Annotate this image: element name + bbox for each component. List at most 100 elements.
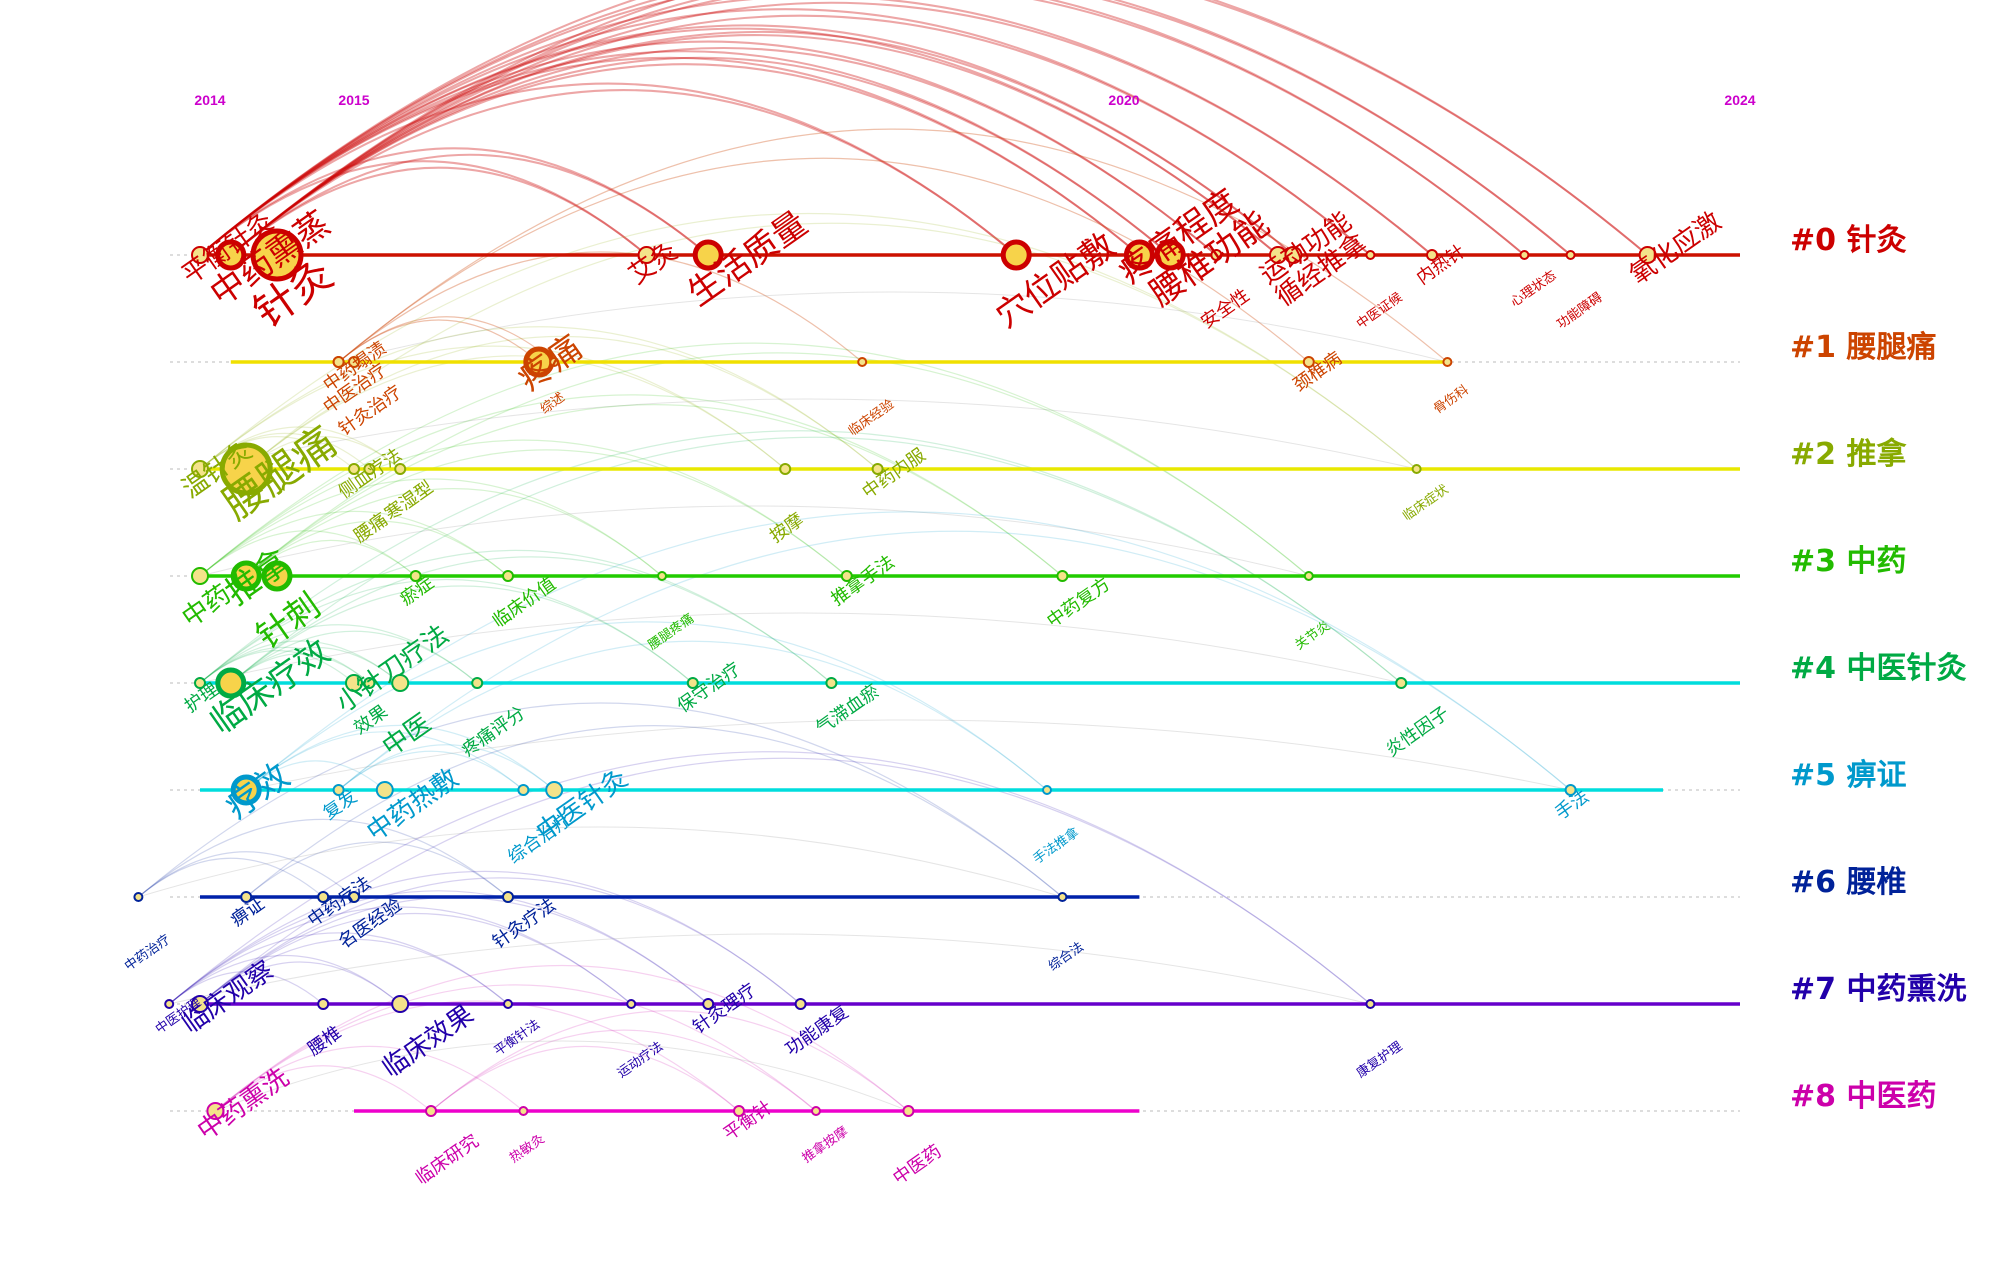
keyword-node [1565,250,1576,260]
cluster-name-label: #5 痹证 [1790,758,1906,793]
citation-arc [199,510,509,577]
citation-arc [230,653,370,684]
keyword-node [702,998,715,1010]
citation-arc [245,724,1063,898]
citation-arc [230,153,709,256]
citation-arc [230,56,1171,256]
keyword-node [902,1105,915,1117]
citation-arc [230,63,1141,256]
keyword-node [375,781,394,799]
citation-arc [230,0,1649,256]
keyword-node [1442,357,1453,367]
citation-arc [338,640,1048,791]
keyword-node [1056,570,1069,582]
keyword-label: 综合法 [1046,940,1087,975]
year-tick-label: 2014 [194,92,225,108]
citation-arc [215,1065,432,1112]
keyword-label: 骨伤科 [1431,383,1472,418]
citation-arc [199,213,1417,470]
citation-arc [199,612,1402,684]
keyword-label: 手法推拿 [1030,824,1082,867]
keyword-node [811,1106,821,1116]
keyword-node [425,1105,437,1117]
citation-arc [168,906,632,1005]
keyword-label: 中药内服 [858,445,929,503]
citation-arc [199,432,370,470]
keyword-node [502,891,514,903]
keyword-label: 功能康复 [781,1002,852,1060]
keyword-node [391,995,410,1013]
cluster-name-label: #7 中药熏洗 [1790,972,1966,1007]
keyword-node [471,677,484,689]
keyword-label: 中医证候 [1354,290,1405,332]
keyword-node [1426,249,1438,261]
keyword-node [230,774,262,806]
keyword-node [502,570,514,582]
citation-arc [199,938,509,1005]
citation-arc [245,449,848,577]
cluster-name-label: #4 中医针灸 [1790,651,1966,686]
keyword-node [549,357,560,367]
keyword-node [219,442,273,496]
citation-arc [199,24,1295,256]
keyword-node [1365,999,1376,1009]
citation-arc [215,1000,740,1112]
citation-arc [246,719,1571,791]
citation-arc [168,890,709,1005]
citation-arc [430,1045,740,1112]
citation-arc [230,34,1279,256]
citation-arc [215,984,817,1112]
keyword-node [857,357,868,367]
keyword-node [794,998,807,1010]
keyword-node [626,999,637,1009]
cluster-name-label: #1 腰腿痛 [1790,330,1936,365]
citation-arc [338,316,555,363]
citation-arc [199,439,848,577]
keyword-label: 康复护理 [1354,1038,1406,1081]
keyword-node [1638,246,1657,264]
citation-arc [199,530,416,577]
keyword-node [317,891,330,903]
keyword-node [840,570,853,582]
citation-arc [245,352,1310,577]
keyword-node [191,460,209,478]
cluster-lines [170,253,1740,1113]
keyword-label: 中药熏洗 [192,1062,294,1146]
keyword-label: 中药治疗 [122,932,173,974]
citation-arc [199,549,832,684]
citation-arc [230,0,1572,256]
cluster-name-label: #0 针灸 [1790,223,1906,258]
citation-arc [245,539,416,577]
keyword-labels: 平衡针灸中药熏蒸针灸艾灸生活质量穴位贴敷疼痛程度腰椎功能安全性运动功能循经推拿中… [122,182,1727,1189]
citation-arc [199,436,355,470]
citation-arc [199,0,1649,256]
keyword-label: 中药复方 [1043,574,1114,632]
keyword-node [779,463,792,475]
cluster-name-label: #2 推拿 [1790,437,1906,472]
keyword-node [363,463,376,475]
citation-arc [338,316,555,363]
keyword-label: 颈椎病 [1290,348,1346,396]
citation-arc [245,511,1571,791]
citation-arc [245,760,386,791]
keyword-node [194,677,206,689]
citation-arc [138,818,509,898]
keyword-label: 推拿手法 [827,551,899,610]
keyword-node [1042,785,1052,795]
citation-arc [230,1,1433,256]
keyword-label: 运动疗法 [615,1039,666,1081]
keyword-node [733,1105,745,1117]
citation-arc [230,556,832,684]
citation-arc [230,14,1372,256]
citation-arc [199,757,1371,1005]
citation-arc [338,319,540,363]
keyword-node [686,677,699,689]
keyword-node [518,1106,529,1116]
keyword-label: 临床症状 [1400,482,1451,524]
keyword-label: 关节炎 [1292,619,1333,654]
keyword-label: 心理状态 [1508,268,1559,310]
citation-arc [199,430,1402,684]
keyword-node [1411,464,1422,474]
citation-arc [199,0,1433,256]
